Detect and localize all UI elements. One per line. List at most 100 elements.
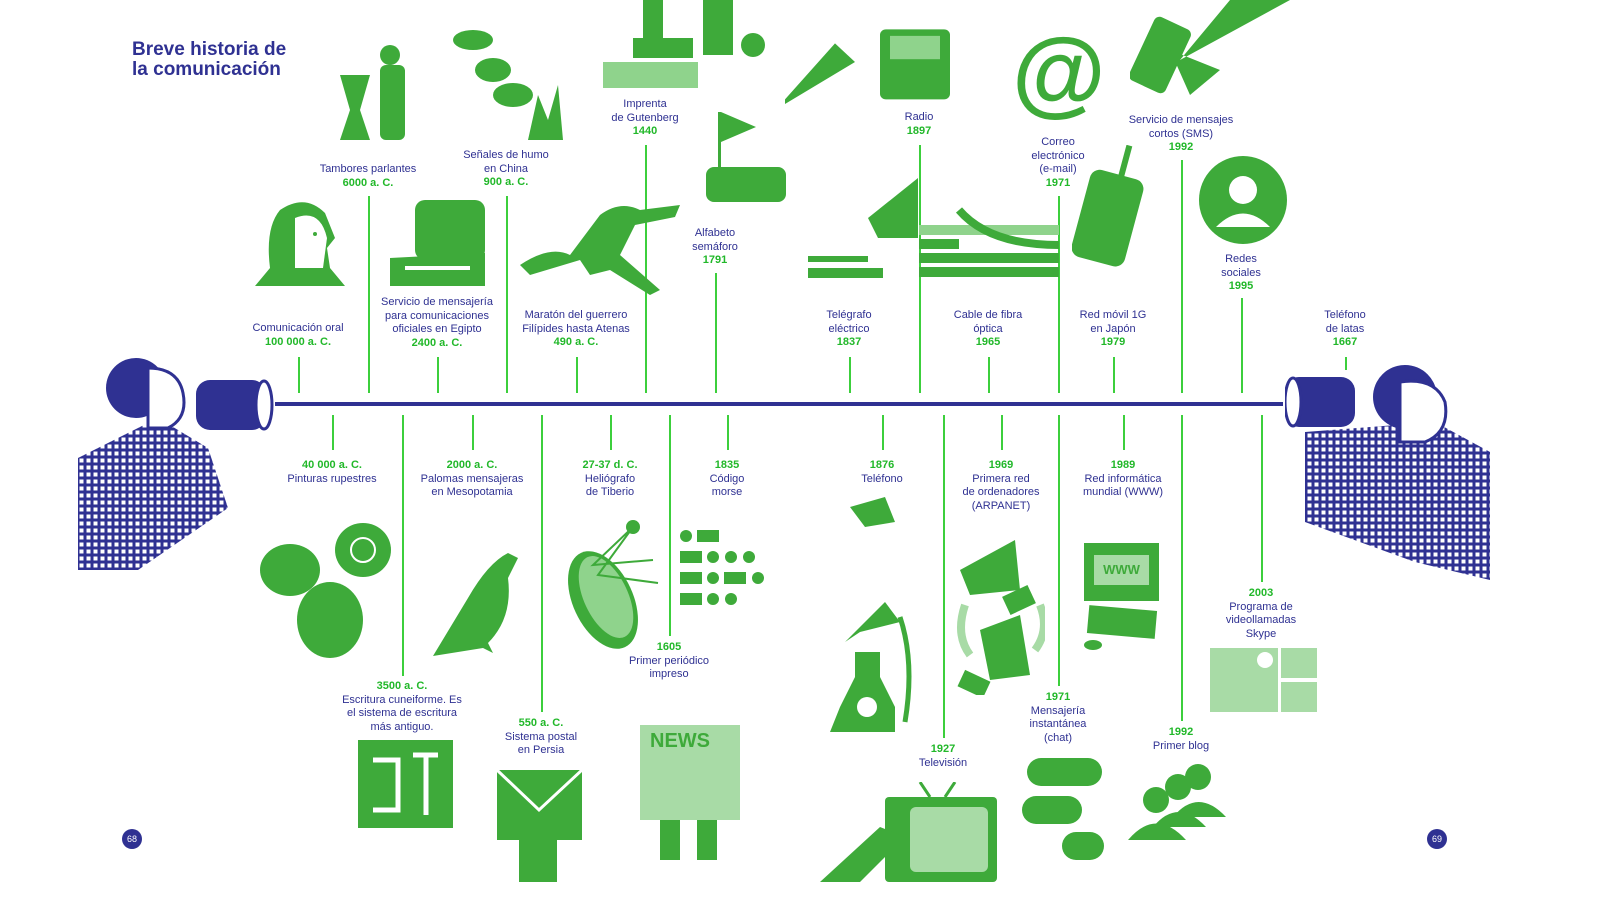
event-name: Palomas mensajeras en Mesopotamia bbox=[420, 472, 524, 499]
timeline-connector bbox=[849, 357, 851, 393]
chat-bubbles-icon bbox=[1022, 758, 1104, 860]
event-year: 1992 bbox=[1168, 141, 1194, 153]
event-year: 2000 a. C. bbox=[446, 459, 498, 471]
timeline-connector bbox=[610, 415, 612, 450]
timeline-connector bbox=[1241, 298, 1243, 393]
radio-hand-icon bbox=[785, 29, 950, 104]
timeline-connector bbox=[1058, 415, 1060, 686]
timeline-event-label: 40 000 a. C.Pinturas rupestres bbox=[252, 459, 412, 486]
timeline-connector bbox=[298, 357, 300, 393]
www-screen-text: WWW bbox=[1094, 555, 1149, 585]
event-year: 6000 a. C. bbox=[342, 176, 394, 189]
sms-phone-hand-icon bbox=[1130, 0, 1290, 95]
event-year: 490 a. C. bbox=[553, 336, 599, 348]
page-number-right: 69 bbox=[1427, 829, 1447, 849]
event-year: 1897 bbox=[906, 124, 932, 137]
event-name: Código morse bbox=[709, 472, 745, 499]
right-person-can-phone-illustration bbox=[1285, 365, 1490, 580]
event-year: 1992 bbox=[1168, 726, 1194, 738]
social-network-user-icon bbox=[1199, 156, 1287, 244]
timeline-event-label: Maratón del guerrero Filípides hasta Ate… bbox=[496, 309, 656, 350]
event-name: Tambores parlantes bbox=[319, 163, 417, 175]
arpanet-computers-icon bbox=[957, 540, 1045, 695]
timeline-connector bbox=[576, 357, 578, 393]
event-name: Red móvil 1G en Japón bbox=[1079, 309, 1147, 335]
event-year: 900 a. C. bbox=[483, 176, 529, 188]
timeline-connector bbox=[437, 357, 439, 393]
event-year: 2400 a. C. bbox=[411, 336, 463, 349]
timeline-event-label: Servicio de mensajería para comunicacion… bbox=[357, 296, 517, 350]
title-line-1: Breve historia de bbox=[132, 39, 287, 60]
event-name: Primer blog bbox=[1152, 739, 1210, 752]
timeline-connector bbox=[669, 415, 671, 636]
timeline-connector bbox=[715, 273, 717, 393]
timeline-connector bbox=[368, 196, 370, 393]
timeline-connector bbox=[541, 415, 543, 712]
timeline-connector bbox=[1181, 160, 1183, 393]
television-icon bbox=[820, 782, 997, 882]
event-year: 1971 bbox=[1045, 691, 1071, 703]
timeline-connector bbox=[402, 415, 404, 676]
event-name: Teléfono de latas bbox=[1324, 309, 1366, 335]
newspaper-headline: NEWS bbox=[650, 730, 710, 752]
cave-painting-stones-icon bbox=[260, 523, 391, 658]
event-year: 1927 bbox=[930, 743, 956, 755]
timeline-connector bbox=[506, 196, 508, 393]
messenger-pigeon-icon bbox=[433, 553, 518, 656]
mobile-phone-1g-icon bbox=[1072, 145, 1144, 267]
event-year: 1667 bbox=[1332, 336, 1358, 348]
event-name: Heliógrafo de Tiberio bbox=[584, 472, 636, 499]
www-computer-icon: WWW bbox=[1082, 540, 1162, 655]
timeline-event-label: Correo electrónico (e-mail)1971 bbox=[978, 136, 1138, 190]
timeline-connector bbox=[1345, 357, 1347, 370]
event-name: Comunicación oral bbox=[252, 322, 344, 334]
event-name: Escritura cuneiforme. Es el sistema de e… bbox=[342, 693, 462, 733]
event-name: Primera red de ordenadores (ARPANET) bbox=[962, 472, 1040, 512]
event-name: Pinturas rupestres bbox=[287, 472, 377, 485]
printing-press-icon bbox=[603, 0, 765, 88]
event-year: 1995 bbox=[1228, 280, 1254, 292]
event-name: Maratón del guerrero Filípides hasta Ate… bbox=[522, 309, 630, 335]
event-name: Radio bbox=[904, 111, 934, 123]
running-warrior-icon bbox=[520, 205, 680, 295]
timeline-event-label: 27-37 d. C.Heliógrafo de Tiberio bbox=[530, 459, 690, 500]
timeline-connector bbox=[645, 145, 647, 393]
event-year: 1965 bbox=[975, 336, 1001, 348]
event-year: 1969 bbox=[988, 459, 1014, 471]
page-title: Breve historia de la comunicación bbox=[132, 40, 286, 80]
event-year: 1440 bbox=[632, 125, 658, 137]
timeline-connector bbox=[988, 357, 990, 393]
event-year: 27-37 d. C. bbox=[582, 459, 638, 471]
timeline-connector bbox=[332, 415, 334, 450]
event-name: Teléfono bbox=[861, 472, 903, 485]
event-year: 2003 bbox=[1248, 587, 1274, 599]
timeline-connector bbox=[1123, 415, 1125, 450]
timeline-connector bbox=[727, 415, 729, 450]
smoke-signal-icon bbox=[453, 30, 563, 140]
event-year: 1837 bbox=[836, 336, 862, 348]
timeline-connector bbox=[1001, 415, 1003, 450]
left-person-can-phone-illustration bbox=[78, 358, 274, 570]
timeline-connector bbox=[1261, 415, 1263, 582]
event-year: 550 a. C. bbox=[518, 717, 564, 729]
event-name: Correo electrónico (e-mail) bbox=[1031, 136, 1085, 175]
event-name: Alfabeto semáforo bbox=[692, 227, 738, 253]
event-name: Programa de videollamadas Skype bbox=[1225, 600, 1297, 640]
event-year: 1876 bbox=[869, 459, 895, 471]
event-name: Cable de fibra óptica bbox=[953, 309, 1023, 335]
semaphore-flag-icon bbox=[706, 112, 786, 202]
event-name: Servicio de mensajes cortos (SMS) bbox=[1128, 114, 1234, 140]
timeline-connector bbox=[943, 415, 945, 738]
timeline-connector bbox=[472, 415, 474, 450]
